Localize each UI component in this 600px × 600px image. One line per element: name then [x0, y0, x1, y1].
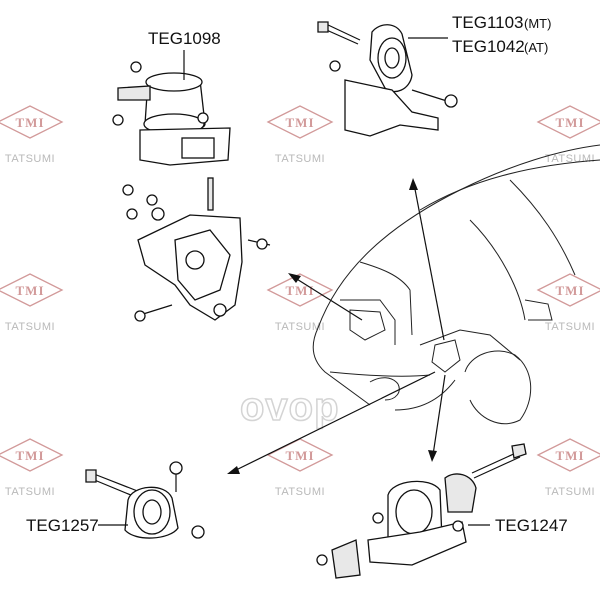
arrowhead — [288, 273, 301, 283]
watermark-brand: TATSUMI — [5, 321, 55, 333]
watermark-logo: TMI — [16, 283, 45, 298]
watermark-logo: TMI — [556, 283, 585, 298]
arrow-to-teg1247 — [432, 374, 446, 456]
label-teg1257: TEG1257 — [26, 516, 99, 535]
engine-mount-teg1098 — [112, 50, 231, 166]
watermark-brand: TATSUMI — [275, 321, 325, 333]
watermark-logo: TMI — [556, 448, 585, 463]
watermark-tile: TMI TATSUMI — [536, 273, 600, 333]
watermark-tile: TMI TATSUMI — [0, 438, 64, 498]
label-teg1042-suffix: (AT) — [524, 40, 548, 55]
label-teg1042: TEG1042 — [452, 37, 525, 56]
watermark-logo: TMI — [286, 115, 315, 130]
arrowhead — [227, 466, 240, 474]
engine-mount-teg1257 — [85, 461, 205, 539]
watermark-brand: TATSUMI — [5, 486, 55, 498]
leader-lines — [98, 37, 490, 526]
arrowhead — [409, 178, 418, 190]
watermark-logo: TMI — [16, 115, 45, 130]
engine-mount-teg1103 — [317, 21, 458, 137]
part-labels: TEG1098 TEG1103 (MT) TEG1042 (AT) TEG125… — [26, 13, 568, 535]
arrowhead — [428, 450, 437, 462]
watermark-brand: TATSUMI — [545, 486, 595, 498]
watermark-layer: TMI TATSUMI TMI TATSUMI TMI TATSUMI TMI … — [0, 105, 600, 498]
car-outline — [312, 144, 600, 425]
label-teg1247: TEG1247 — [495, 516, 568, 535]
callout-arrows — [227, 178, 446, 474]
watermark-brand: TATSUMI — [275, 486, 325, 498]
engine-mount-teg1247 — [316, 443, 527, 579]
watermark-tile: TMI TATSUMI — [266, 273, 334, 333]
watermark-logo: TMI — [286, 448, 315, 463]
watermark-tile: TMI TATSUMI — [0, 105, 64, 165]
watermark-tile: TMI TATSUMI — [266, 105, 334, 165]
arrow-to-teg1257 — [231, 371, 436, 473]
label-teg1098: TEG1098 — [148, 29, 221, 48]
watermark-tile: TMI TATSUMI — [266, 438, 334, 498]
watermark-brand: TATSUMI — [5, 153, 55, 165]
watermark-tile: TMI TATSUMI — [0, 273, 64, 333]
watermark-brand: TATSUMI — [275, 153, 325, 165]
watermark-logo: TMI — [286, 283, 315, 298]
label-teg1103-suffix: (MT) — [524, 16, 551, 31]
arrow-to-teg1103 — [413, 183, 445, 341]
watermark-brand: TATSUMI — [545, 321, 595, 333]
label-teg1103: TEG1103 — [452, 13, 524, 32]
watermark-logo: TMI — [16, 448, 45, 463]
arrow-to-teg1098 — [291, 275, 363, 321]
watermark-logo: TMI — [556, 115, 585, 130]
engine-mount-bracket — [122, 177, 271, 322]
watermark-tile: TMI TATSUMI — [536, 438, 600, 498]
brand-overlay: ovop — [240, 385, 340, 429]
